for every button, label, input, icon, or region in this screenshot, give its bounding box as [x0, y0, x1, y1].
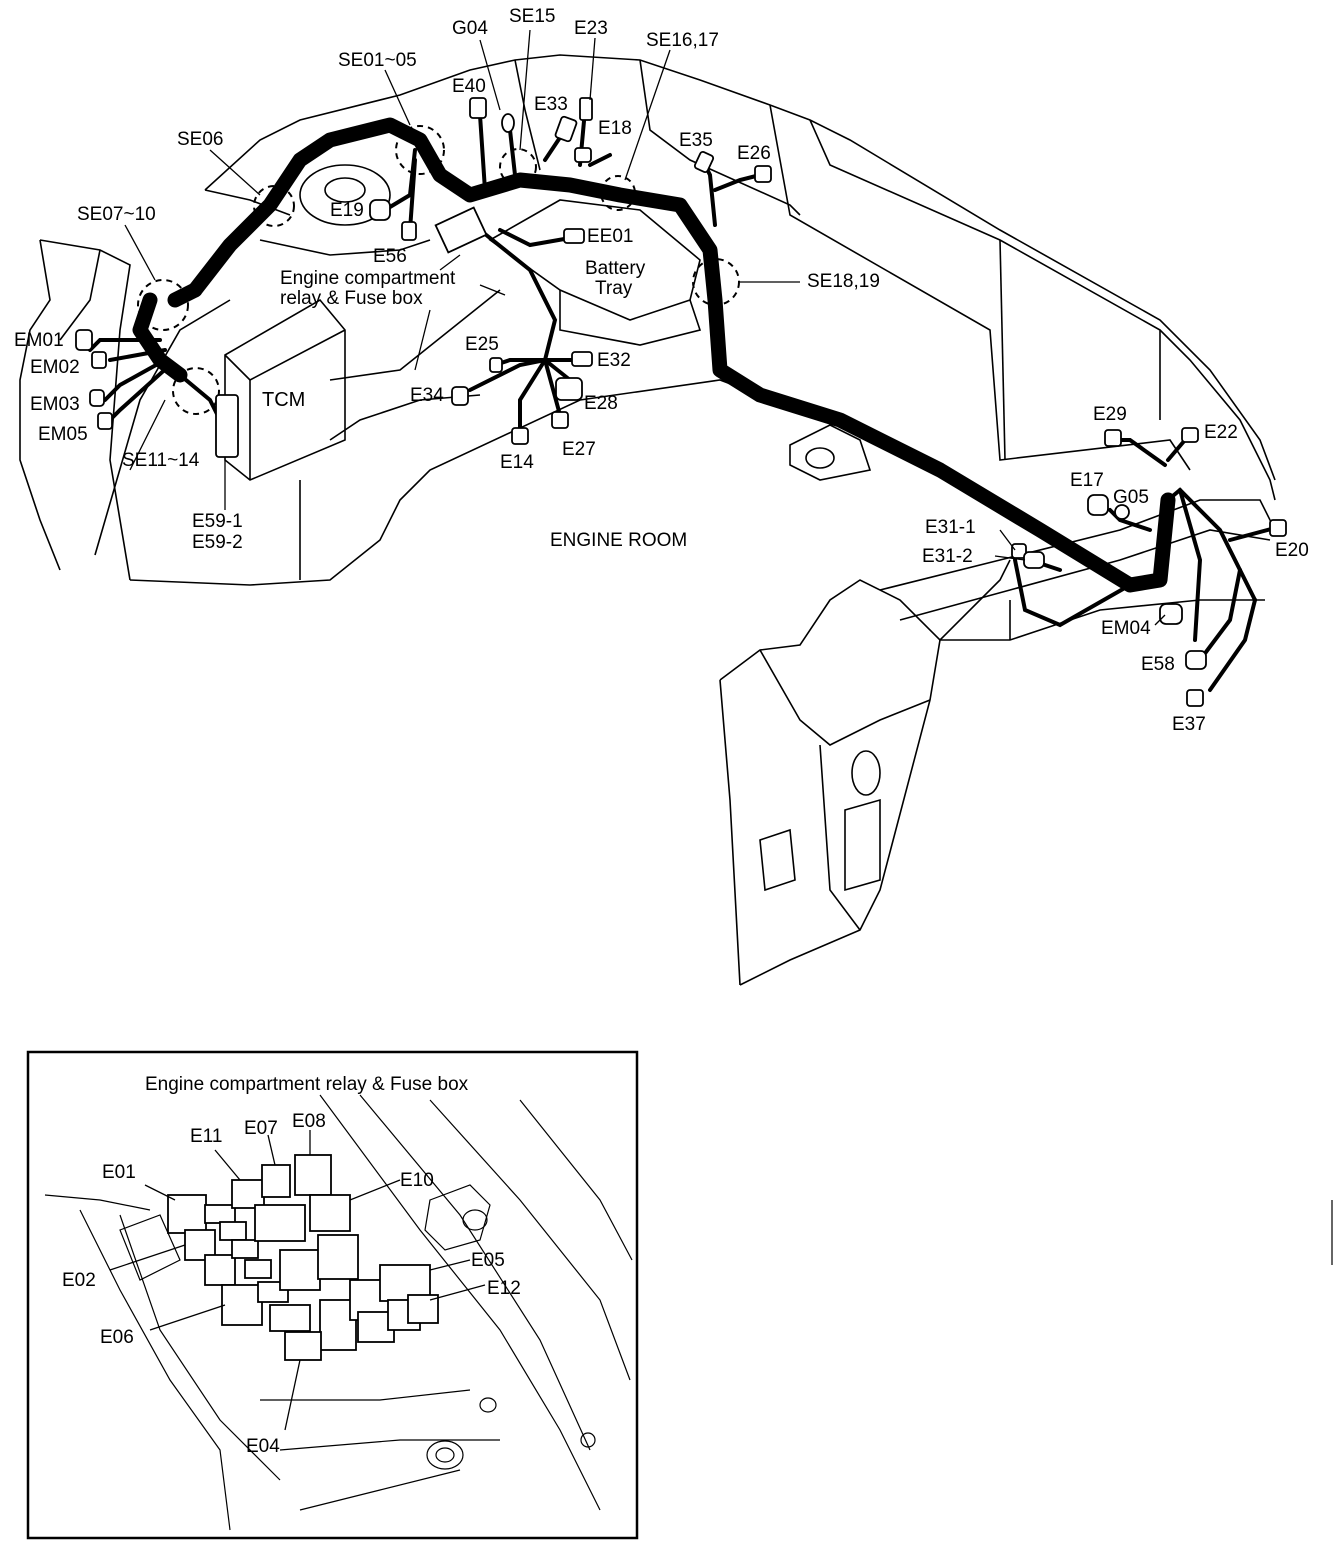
label-se07-10: SE07~10 [77, 204, 156, 225]
label-e59-1: E59-1 [192, 511, 243, 532]
inset-label-e10: E10 [400, 1170, 434, 1191]
label-e56: E56 [373, 246, 407, 267]
inset-label-e12: E12 [487, 1278, 521, 1299]
harness-labels: G04 SE15 E23 SE16,17 SE01~05 E40 E33 E18… [14, 6, 1309, 735]
label-e27: E27 [562, 439, 596, 460]
inset-label-e02: E02 [62, 1270, 96, 1291]
fuse-box-inset: Engine compartment relay & Fuse box [26, 1050, 639, 1540]
label-engine-room: ENGINE ROOM [550, 530, 687, 551]
label-e26: E26 [737, 143, 771, 164]
label-e29: E29 [1093, 404, 1127, 425]
label-e37: E37 [1172, 714, 1206, 735]
connectors [75, 97, 1287, 707]
label-e17: E17 [1070, 470, 1104, 491]
label-se18-19: SE18,19 [807, 271, 880, 292]
label-e58: E58 [1141, 654, 1175, 675]
label-tcm: TCM [262, 389, 305, 411]
label-e35: E35 [679, 130, 713, 151]
label-e20: E20 [1275, 540, 1309, 561]
label-g04: G04 [452, 18, 488, 39]
inset-leaders [109, 1130, 486, 1431]
label-battery-line2: Tray [595, 278, 633, 299]
label-fusebox-line2: relay & Fuse box [280, 288, 423, 309]
label-e31-1: E31-1 [925, 517, 976, 538]
label-fusebox-line1: Engine compartment [280, 268, 456, 289]
label-se11-14: SE11~14 [122, 450, 200, 471]
label-e14: E14 [500, 452, 534, 473]
label-e59-2: E59-2 [192, 532, 243, 553]
label-se06: SE06 [177, 129, 223, 150]
label-e34: E34 [410, 385, 444, 406]
label-e40: E40 [452, 76, 486, 97]
main-harness [132, 117, 1257, 692]
label-e23: E23 [574, 18, 608, 39]
label-g05: G05 [1113, 487, 1149, 508]
label-battery-line1: Battery [585, 258, 646, 279]
inset-label-e06: E06 [100, 1327, 134, 1348]
label-se01-05: SE01~05 [338, 50, 417, 71]
inset-fuse-blocks [167, 1154, 439, 1361]
label-em03: EM03 [30, 394, 80, 415]
label-e22: E22 [1204, 422, 1238, 443]
label-em04: EM04 [1101, 618, 1151, 639]
inset-label-e08: E08 [292, 1111, 326, 1132]
label-e25: E25 [465, 334, 499, 355]
inset-label-e07: E07 [244, 1118, 278, 1139]
leader-lines [124, 29, 1166, 626]
label-e33: E33 [534, 94, 568, 115]
label-e32: E32 [597, 350, 631, 371]
label-se15: SE15 [509, 6, 555, 27]
label-e28: E28 [584, 393, 618, 414]
label-ee01: EE01 [587, 226, 633, 247]
label-em01: EM01 [14, 330, 64, 351]
label-e18: E18 [598, 118, 632, 139]
label-e19: E19 [330, 200, 364, 221]
label-se16-17: SE16,17 [646, 30, 719, 51]
label-em02: EM02 [30, 357, 80, 378]
label-e31-2: E31-2 [922, 546, 973, 567]
inset-title: Engine compartment relay & Fuse box [145, 1074, 469, 1095]
inset-label-e05: E05 [471, 1250, 505, 1271]
inset-label-e04: E04 [246, 1436, 280, 1457]
inset-label-e11: E11 [190, 1126, 222, 1147]
inset-label-e01: E01 [102, 1162, 136, 1183]
label-em05: EM05 [38, 424, 88, 445]
splice-markers [137, 125, 740, 415]
